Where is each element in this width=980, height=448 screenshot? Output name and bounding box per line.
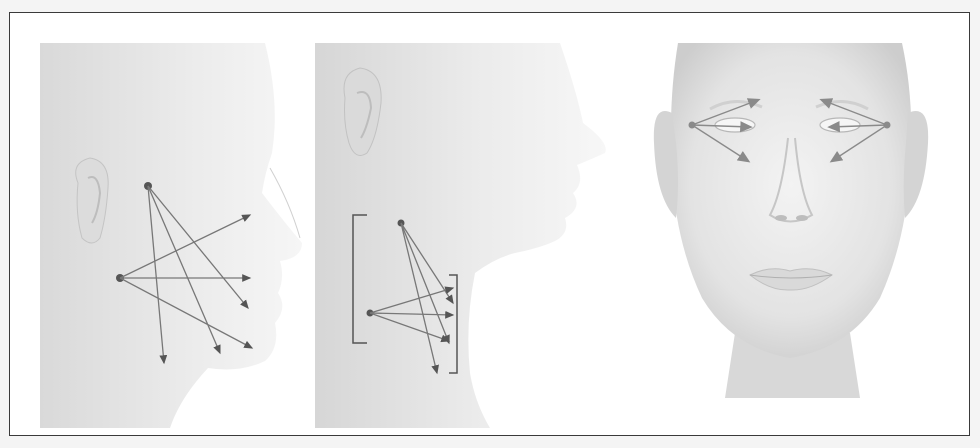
eye-right	[820, 118, 860, 132]
head-silhouette	[40, 43, 302, 428]
panel-profile-lower-face	[40, 43, 310, 428]
panel-profile-neck	[315, 43, 615, 428]
figure-frame	[9, 12, 970, 436]
ear-right	[904, 111, 928, 218]
panel-frontal-periorbital	[640, 43, 940, 403]
eye-left	[715, 118, 755, 132]
face-shape	[671, 43, 912, 358]
